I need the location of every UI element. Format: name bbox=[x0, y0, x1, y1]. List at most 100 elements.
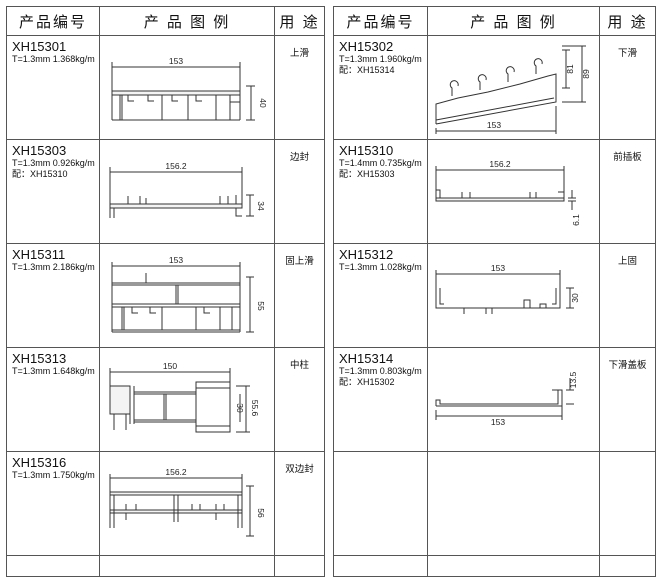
product-use: 中柱 bbox=[289, 360, 309, 371]
use-cell: 固上滑 bbox=[274, 243, 325, 348]
profile-drawing-xh15301: 153 40 bbox=[111, 56, 268, 121]
table-row: XH15302 T=1.3mm 1.960kg/m 配：XH15314 bbox=[333, 35, 656, 140]
profile-drawing-xh15316: 156.2 56 bbox=[109, 467, 266, 537]
product-table-right: 产品编号 产 品 图 例 用 途 XH15302 T=1.3mm 1.960kg… bbox=[333, 6, 656, 577]
product-code: XH15312 bbox=[339, 247, 394, 262]
dim-height-label: 13.5 bbox=[568, 371, 578, 388]
table-row: XH15311 T=1.3mm 2.186kg/m bbox=[6, 243, 325, 348]
image-cell: 153 55 bbox=[99, 243, 275, 348]
code-cell: XH15301 T=1.3mm 1.368kg/m bbox=[6, 35, 100, 140]
profile-drawing-xh15312: 153 30 bbox=[435, 263, 580, 314]
code-cell: XH15316 T=1.3mm 1.750kg/m bbox=[6, 451, 100, 556]
product-pair: 配：XH15310 bbox=[12, 169, 68, 179]
table-row: XH15313 T=1.3mm 1.648kg/m bbox=[6, 347, 325, 452]
table-row-partial bbox=[6, 555, 325, 577]
image-cell: 153 81 89 bbox=[427, 35, 600, 140]
product-spec: T=1.3mm 1.960kg/m bbox=[339, 54, 422, 64]
dim-height-label: 30 bbox=[235, 403, 245, 413]
product-spec: T=1.4mm 0.735kg/m bbox=[339, 158, 422, 168]
table-row: XH15316 T=1.3mm 1.750kg/m bbox=[6, 451, 325, 556]
product-pair: 配：XH15303 bbox=[339, 169, 395, 179]
header-code: 产品编号 bbox=[6, 6, 100, 36]
product-use: 边封 bbox=[289, 152, 309, 163]
use-cell: 中柱 bbox=[274, 347, 325, 452]
product-catalog-page: 产品编号 产 品 图 例 用 途 XH15301 T=1.3mm 1.368kg… bbox=[6, 6, 656, 577]
dim-width-label: 156.2 bbox=[489, 159, 511, 169]
dim-width-label: 153 bbox=[491, 263, 505, 273]
product-table-left: 产品编号 产 品 图 例 用 途 XH15301 T=1.3mm 1.368kg… bbox=[6, 6, 325, 577]
product-code: XH15302 bbox=[339, 39, 394, 54]
product-use: 上滑 bbox=[289, 48, 309, 59]
table-row bbox=[333, 451, 656, 556]
table-row-partial bbox=[333, 555, 656, 577]
product-code: XH15316 bbox=[12, 455, 67, 470]
code-cell: XH15311 T=1.3mm 2.186kg/m bbox=[6, 243, 100, 348]
code-cell: XH15310 T=1.4mm 0.735kg/m 配：XH15303 bbox=[333, 139, 428, 244]
dim-height-label: 34 bbox=[256, 201, 266, 211]
product-use: 前插板 bbox=[613, 152, 642, 163]
image-cell: 153 40 bbox=[99, 35, 275, 140]
profile-drawing-xh15311: 153 55 bbox=[111, 255, 266, 333]
use-cell: 前插板 bbox=[599, 139, 656, 244]
catalog-table-left: 产品编号 产 品 图 例 用 途 XH15301 T=1.3mm 1.368kg… bbox=[6, 6, 325, 577]
header-use: 用 途 bbox=[599, 6, 656, 36]
header-image: 产 品 图 例 bbox=[99, 6, 275, 36]
product-code: XH15311 bbox=[12, 247, 66, 262]
product-use: 上固 bbox=[617, 256, 637, 267]
use-cell: 上滑 bbox=[274, 35, 325, 140]
product-pair: 配：XH15302 bbox=[339, 377, 395, 387]
dim-width-label: 153 bbox=[169, 255, 183, 265]
use-cell: 下滑 bbox=[599, 35, 656, 140]
code-cell: XH15303 T=1.3mm 0.926kg/m 配：XH15310 bbox=[6, 139, 100, 244]
table-row: XH15301 T=1.3mm 1.368kg/m bbox=[6, 35, 325, 140]
code-cell bbox=[333, 451, 428, 556]
image-cell bbox=[427, 451, 600, 556]
dim-width-label: 153 bbox=[487, 120, 501, 130]
product-spec: T=1.3mm 1.648kg/m bbox=[12, 366, 95, 376]
dim-height-label: 56 bbox=[256, 508, 266, 518]
dim-width-label: 153 bbox=[169, 56, 183, 66]
image-cell: 153 30 bbox=[427, 243, 600, 348]
product-spec: T=1.3mm 2.186kg/m bbox=[12, 262, 95, 272]
use-cell: 边封 bbox=[274, 139, 325, 244]
product-code: XH15301 bbox=[12, 39, 67, 54]
code-cell: XH15313 T=1.3mm 1.648kg/m bbox=[6, 347, 100, 452]
image-cell: 150 30 55.6 bbox=[99, 347, 275, 452]
header-row: 产品编号 产 品 图 例 用 途 bbox=[6, 6, 325, 36]
product-code: XH15314 bbox=[339, 351, 394, 366]
code-cell: XH15312 T=1.3mm 1.028kg/m bbox=[333, 243, 428, 348]
table-row: XH15310 T=1.4mm 0.735kg/m 配：XH15303 bbox=[333, 139, 656, 244]
table-row: XH15303 T=1.3mm 0.926kg/m 配：XH15310 bbox=[6, 139, 325, 244]
product-use: 固上滑 bbox=[285, 256, 314, 267]
code-cell: XH15314 T=1.3mm 0.803kg/m 配：XH15302 bbox=[333, 347, 428, 452]
profile-drawing-xh15302: 153 81 89 bbox=[435, 45, 591, 134]
product-spec: T=1.3mm 0.926kg/m bbox=[12, 158, 95, 168]
use-cell: 下滑盖板 bbox=[599, 347, 656, 452]
dim-width-label: 156.2 bbox=[165, 161, 187, 171]
table-row: XH15312 T=1.3mm 1.028kg/m bbox=[333, 243, 656, 348]
profile-drawing-xh15313: 150 30 55.6 bbox=[109, 361, 260, 433]
product-code: XH15310 bbox=[339, 143, 394, 158]
dim-height-label: 6.1 bbox=[571, 214, 581, 226]
catalog-table-right: 产品编号 产 品 图 例 用 途 XH15302 T=1.3mm 1.960kg… bbox=[333, 6, 656, 577]
profile-drawing-xh15314: 153 13.5 bbox=[435, 371, 578, 427]
dim-width-label: 150 bbox=[163, 361, 177, 371]
product-spec: T=1.3mm 1.028kg/m bbox=[339, 262, 422, 272]
product-code: XH15313 bbox=[12, 351, 67, 366]
dim-height-label: 40 bbox=[258, 98, 268, 108]
use-cell: 上固 bbox=[599, 243, 656, 348]
product-code: XH15303 bbox=[12, 143, 67, 158]
use-cell bbox=[599, 451, 656, 556]
profile-drawing-xh15310: 156.2 6.1 bbox=[435, 159, 581, 226]
product-spec: T=1.3mm 1.368kg/m bbox=[12, 54, 95, 64]
dim-height-label: 30 bbox=[570, 293, 580, 303]
code-cell: XH15302 T=1.3mm 1.960kg/m 配：XH15314 bbox=[333, 35, 428, 140]
dim-height2-label: 89 bbox=[581, 69, 591, 79]
dim-height-label: 81 bbox=[565, 64, 575, 74]
table-row: XH15314 T=1.3mm 0.803kg/m 配：XH15302 bbox=[333, 347, 656, 452]
product-pair: 配：XH15314 bbox=[339, 65, 395, 75]
header-use: 用 途 bbox=[274, 6, 325, 36]
product-use bbox=[600, 452, 655, 461]
dim-height2-label: 55.6 bbox=[250, 400, 260, 417]
use-cell: 双边封 bbox=[274, 451, 325, 556]
